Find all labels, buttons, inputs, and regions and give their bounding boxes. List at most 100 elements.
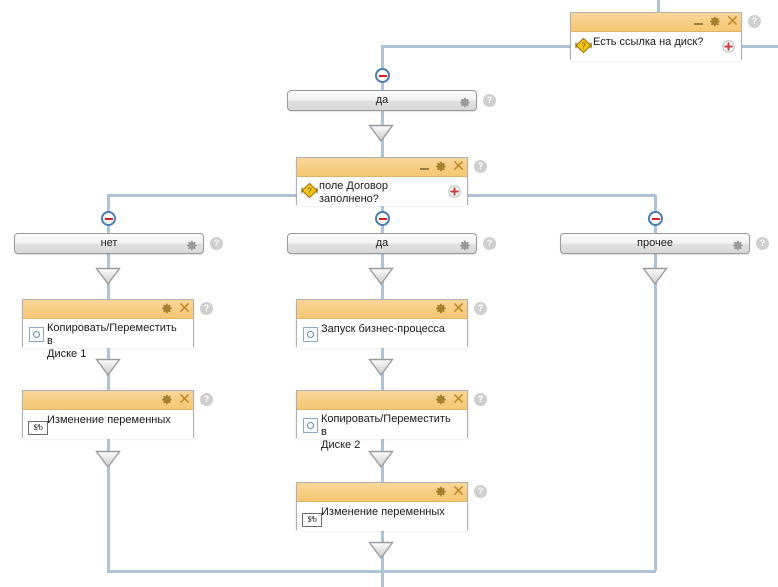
- gear-icon[interactable]: [436, 486, 447, 497]
- flow-arrow-icon: [95, 450, 121, 468]
- flow-arrow-icon: [368, 541, 394, 559]
- variable-icon: $ªb: [302, 513, 322, 527]
- node-header-buttons: [436, 483, 463, 501]
- gear-icon[interactable]: [710, 16, 721, 27]
- gear-icon[interactable]: [436, 161, 447, 172]
- help-icon[interactable]: ?: [748, 15, 761, 28]
- collapse-minus-icon[interactable]: [648, 211, 663, 226]
- node-n-start-business-process[interactable]: Запуск бизнес-процесса: [296, 299, 468, 348]
- gear-icon: [162, 395, 172, 405]
- gear-icon: [436, 304, 446, 314]
- help-icon[interactable]: ?: [210, 237, 223, 250]
- minimize-icon[interactable]: [420, 162, 429, 173]
- gear-icon[interactable]: [436, 303, 447, 314]
- action-square-icon: [303, 327, 318, 342]
- gear-icon: [710, 17, 720, 27]
- gear-icon[interactable]: [460, 95, 471, 109]
- close-icon: [180, 394, 189, 403]
- gear-icon[interactable]: [162, 303, 173, 314]
- connector-line-vertical: [654, 253, 657, 571]
- help-icon[interactable]: ?: [474, 302, 487, 315]
- node-header-buttons: [694, 13, 737, 31]
- close-icon[interactable]: [180, 394, 189, 406]
- close-icon: [728, 16, 737, 25]
- gear-icon: [460, 241, 470, 251]
- branch-label: нет: [100, 237, 118, 249]
- gear-icon[interactable]: [187, 238, 198, 252]
- help-icon[interactable]: ?: [483, 94, 496, 107]
- node-header[interactable]: [23, 300, 193, 319]
- flow-arrow-icon: [642, 267, 668, 285]
- help-icon[interactable]: ?: [483, 237, 496, 250]
- node-header[interactable]: [297, 391, 467, 410]
- add-branch-icon: [722, 40, 735, 53]
- add-branch-icon[interactable]: [722, 40, 735, 53]
- gear-icon[interactable]: [460, 238, 471, 252]
- node-title-line2: заполнено?: [319, 193, 379, 205]
- close-icon[interactable]: [454, 394, 463, 406]
- condition-diamond-icon: ?: [301, 182, 318, 199]
- close-icon[interactable]: [728, 16, 737, 28]
- gear-icon: [436, 162, 446, 172]
- help-icon[interactable]: ?: [200, 302, 213, 315]
- connector-line-vertical: [657, 0, 660, 12]
- action-square-icon: [29, 327, 44, 342]
- node-header[interactable]: [571, 13, 741, 32]
- branch-label: прочее: [637, 237, 673, 249]
- gear-icon: [733, 241, 743, 251]
- gear-icon: [436, 487, 446, 497]
- gear-icon: [162, 304, 172, 314]
- collapse-minus-icon[interactable]: [375, 211, 390, 226]
- variable-icon: $ªb: [302, 513, 322, 527]
- close-icon: [454, 394, 463, 403]
- branch-branch-da-top[interactable]: да: [287, 90, 477, 111]
- branch-branch-net[interactable]: нет: [14, 233, 204, 254]
- node-title: Запуск бизнес-процесса: [321, 323, 445, 335]
- node-header[interactable]: [23, 391, 193, 410]
- node-header[interactable]: [297, 158, 467, 177]
- gear-icon: [187, 241, 197, 251]
- close-icon: [454, 303, 463, 312]
- node-header[interactable]: [297, 300, 467, 319]
- variable-icon: $ªb: [28, 421, 48, 435]
- node-body: Запуск бизнес-процесса: [297, 319, 467, 348]
- branch-branch-da-mid[interactable]: да: [287, 233, 477, 254]
- action-square-icon: [29, 327, 44, 342]
- close-icon: [180, 303, 189, 312]
- help-icon[interactable]: ?: [756, 237, 769, 250]
- collapse-minus-icon[interactable]: [101, 211, 116, 226]
- close-icon[interactable]: [180, 303, 189, 315]
- node-header-buttons: [162, 300, 189, 318]
- action-square-icon: [303, 327, 318, 342]
- help-icon[interactable]: ?: [200, 393, 213, 406]
- help-icon[interactable]: ?: [474, 393, 487, 406]
- close-icon[interactable]: [454, 161, 463, 173]
- node-title-line2: Диске 1: [47, 348, 87, 360]
- node-title: Изменение переменных: [47, 414, 171, 426]
- node-header[interactable]: [297, 483, 467, 502]
- help-icon[interactable]: ?: [474, 160, 487, 173]
- add-branch-icon[interactable]: [448, 185, 461, 198]
- branch-branch-prochee[interactable]: прочее: [560, 233, 750, 254]
- gear-icon[interactable]: [733, 238, 744, 252]
- flow-arrow-icon: [368, 450, 394, 468]
- gear-icon[interactable]: [436, 394, 447, 405]
- help-icon[interactable]: ?: [474, 485, 487, 498]
- minimize-icon[interactable]: [694, 17, 703, 28]
- collapse-minus-icon[interactable]: [375, 68, 390, 83]
- gear-icon[interactable]: [162, 394, 173, 405]
- node-n-link-on-disk[interactable]: ?Есть ссылка на диск?: [570, 12, 742, 61]
- close-icon[interactable]: [454, 303, 463, 315]
- close-icon[interactable]: [454, 486, 463, 498]
- connector-line-vertical: [381, 529, 384, 587]
